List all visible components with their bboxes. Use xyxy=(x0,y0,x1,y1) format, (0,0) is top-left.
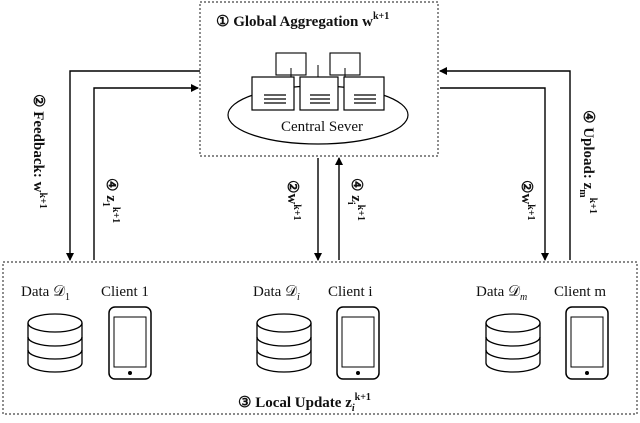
local-update-label: ③ Local Update zik+1 xyxy=(238,392,371,414)
client-label-i: Client i xyxy=(328,284,373,300)
upload-label-client-i: ④ zik+1 xyxy=(345,178,366,221)
feedback-label: ② Feedback: wk+1 xyxy=(30,94,48,209)
global-aggregation-title: ① Global Aggregation wk+1 xyxy=(216,11,389,30)
phone-icon-client-1 xyxy=(108,306,152,380)
upload-label: ④ Upload: zmk+1 xyxy=(577,110,598,214)
client-label-1: Client 1 xyxy=(101,284,149,300)
upload-label-client-1: ④ z1k+1 xyxy=(100,178,121,223)
client-label-m: Client m xyxy=(554,284,606,300)
feedback-arrow-left xyxy=(66,70,200,261)
feedback-label-client-m: ②wk+1 xyxy=(518,180,536,221)
central-server-label: Central Sever xyxy=(281,119,363,135)
database-icon-client-1 xyxy=(27,313,83,373)
data-label-client-m: Data 𝒟m xyxy=(476,284,527,303)
upload-arrow-right xyxy=(439,67,571,260)
clients-box xyxy=(2,261,638,415)
upload-arrow-client-1 xyxy=(93,84,199,260)
database-icon-client-m xyxy=(485,313,541,373)
database-icon-client-i xyxy=(256,313,312,373)
phone-icon-client-i xyxy=(336,306,380,380)
phone-icon-client-m xyxy=(565,306,609,380)
central-server-icon xyxy=(227,52,409,145)
data-label-client-i: Data 𝒟i xyxy=(253,284,300,303)
feedback-arrow-client-m xyxy=(440,87,549,261)
data-label-client-1: Data 𝒟1 xyxy=(21,284,70,303)
feedback-label-client-i: ②wk+1 xyxy=(284,180,302,221)
